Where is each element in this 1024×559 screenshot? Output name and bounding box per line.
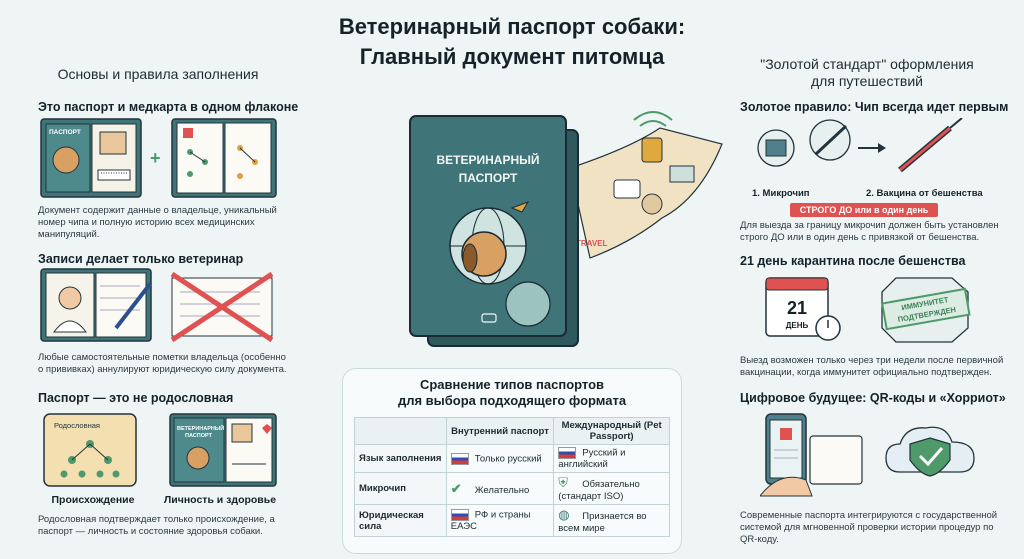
right-text-1: Для выезда за границу микрочип должен бы… (740, 220, 999, 243)
comparison-title: Сравнение типов паспортов для выбора под… (343, 377, 681, 409)
travel-stamp: TRAVEL (576, 239, 608, 248)
table-header-row: Внутренний паспорт Международный (Pet Pa… (354, 417, 670, 445)
pedigree-vs-passport-illustration: Родословная ВЕТЕРИНАРНЫЙ ПАСПОРТ (43, 413, 277, 487)
table-header-empty (354, 417, 447, 445)
passport-title-1: ВЕТЕРИНАРНЫЙ (436, 152, 539, 167)
left-heading-3: Паспорт — это не родословная (38, 391, 234, 405)
svg-text:ВЕТЕРИНАРНЫЙ: ВЕТЕРИНАРНЫЙ (177, 424, 224, 432)
right-section-title-1: "Золотой стандарт" оформления (760, 56, 974, 72)
right-heading-2: 21 день карантина после бешенства (740, 254, 966, 268)
comparison-title-2: для выбора подходящего формата (397, 393, 627, 408)
hand-icon (760, 476, 813, 497)
strict-before-badge: СТРОГО ДО или в один день (790, 203, 938, 217)
left-heading-1: Это паспорт и медкарта в одном флаконе (38, 100, 299, 114)
svg-text:ПАСПОРТ: ПАСПОРТ (185, 433, 213, 439)
russia-uk-flag-icon (558, 447, 577, 459)
wireless-icon (639, 120, 667, 127)
left-section-title: Основы и правила заполнения (57, 66, 259, 82)
table-row: Микрочип ✔ Желательно ⛨Обязательно (станд… (354, 472, 670, 505)
cell-text: Русский и английский (558, 447, 626, 470)
big-passport-illustration: TRAVEL ВЕТЕРИНАРНЫЙ ПАСПОРТ (409, 111, 723, 347)
table-cell: ⛨Обязательно (стандарт ISO) (553, 472, 670, 505)
microchip-icon (641, 137, 663, 163)
quarantine-illustration: 21 ДЕНЬ ИММУНИТЕТ ПОДТВЕРЖДЕН (765, 277, 971, 343)
cell-text: Обязательно (стандарт ISO) (558, 479, 640, 502)
heart-icon (262, 424, 272, 434)
pedigree-scroll-icon (43, 413, 137, 487)
row-label: Микрочип (354, 472, 447, 505)
calendar-word: ДЕНЬ (786, 321, 809, 330)
dog-face-icon-2 (186, 446, 210, 470)
travel-ribbon (569, 127, 723, 259)
comparison-panel: Сравнение типов паспортов для выбора под… (342, 368, 682, 554)
pedigree-label: Родословная (54, 421, 100, 430)
table-cell: РФ и страны ЕАЭС (445, 504, 555, 537)
cell-text: Желательно (474, 484, 530, 496)
globe-small-icon: ◍ (558, 507, 570, 522)
digital-future-illustration (760, 413, 975, 497)
right-section-title: "Золотой стандарт" оформления для путеше… (722, 56, 1012, 90)
table-cell: Только русский (445, 444, 555, 473)
medical-cross-icon (183, 128, 193, 138)
cell-text: Признается во всем мире (558, 511, 647, 534)
table-header-internal: Внутренний паспорт (445, 417, 555, 445)
arrow-right-icon (878, 143, 886, 153)
left-text-3: Родословная подтверждает только происхож… (38, 514, 275, 537)
scanner-icon (814, 124, 848, 156)
left-text-1: Документ содержит данные о владельце, ун… (38, 205, 277, 240)
small-passport-label: ПАСПОРТ (49, 129, 81, 136)
airplane-icon (510, 201, 530, 213)
row-label: Язык заполнения (354, 444, 447, 473)
table-cell: Русский и английский (553, 444, 670, 473)
chip-symbol-icon (481, 313, 497, 323)
title-line-1: Ветеринарный паспорт собаки: (338, 14, 686, 39)
right-section-title-2: для путешествий (811, 73, 923, 89)
table-cell: ◍Признается во всем мире (553, 504, 670, 537)
pen-icon (114, 282, 152, 330)
shield-check-icon-2 (909, 437, 951, 477)
vet-records-illustration (40, 268, 274, 343)
russia-flag-icon (450, 452, 469, 465)
shield-check-icon: ⛨ (558, 475, 569, 490)
medical-cross-icon-2 (780, 428, 792, 440)
vet-avatar-icon (58, 286, 82, 310)
right-text-3: Современные паспорта интегрируются с гос… (740, 510, 998, 545)
passport-title-2: ПАСПОРТ (459, 171, 518, 185)
table-cell: ✔ Желательно (445, 472, 555, 505)
page-title: Ветеринарный паспорт собаки: Главный док… (262, 12, 762, 72)
dog-face-icon (52, 146, 80, 174)
label-chip: 1. Микрочип (752, 188, 810, 199)
microchip-icon-2 (765, 139, 787, 157)
table-row: Язык заполнения Только русский Русский и… (354, 444, 670, 473)
cell-text: РФ и страны ЕАЭС (450, 509, 531, 532)
caption-origin: Происхождение (51, 494, 135, 506)
flags-icon (450, 509, 469, 521)
right-heading-1: Золотое правило: Чип всегда идет первым (740, 100, 1009, 114)
table-header-international: Международный (Pet Passport) (553, 417, 670, 445)
comparison-table: Внутренний паспорт Международный (Pet Pa… (354, 417, 670, 537)
small-globe-icon (505, 281, 551, 327)
plus-icon: + (150, 148, 161, 168)
row-label: Юридическая сила (354, 504, 447, 537)
left-text-2: Любые самостоятельные пометки владельца … (38, 352, 287, 375)
comparison-title-1: Сравнение типов паспортов (419, 377, 605, 392)
immunity-stamp (881, 287, 971, 331)
title-line-2: Главный документ питомца (359, 44, 665, 69)
right-heading-3: Цифровое будущее: QR-коды и «Хорриот» (740, 391, 1006, 405)
left-heading-2: Записи делает только ветеринар (38, 252, 244, 266)
passport-medcard-illustration: ПАСПОРТ + (40, 118, 277, 198)
right-text-2: Выезд возможен только через три недели п… (740, 355, 1004, 378)
caption-health: Личность и здоровье (163, 494, 277, 506)
calendar-number: 21 (787, 298, 807, 318)
checkmark-icon: ✔ (450, 480, 462, 496)
label-vaccine: 2. Вакцина от бешенства (866, 188, 983, 199)
chip-vaccine-illustration (757, 118, 963, 173)
cell-text: Только русский (474, 453, 542, 465)
table-row: Юридическая сила РФ и страны ЕАЭС ◍Призн… (354, 504, 670, 537)
